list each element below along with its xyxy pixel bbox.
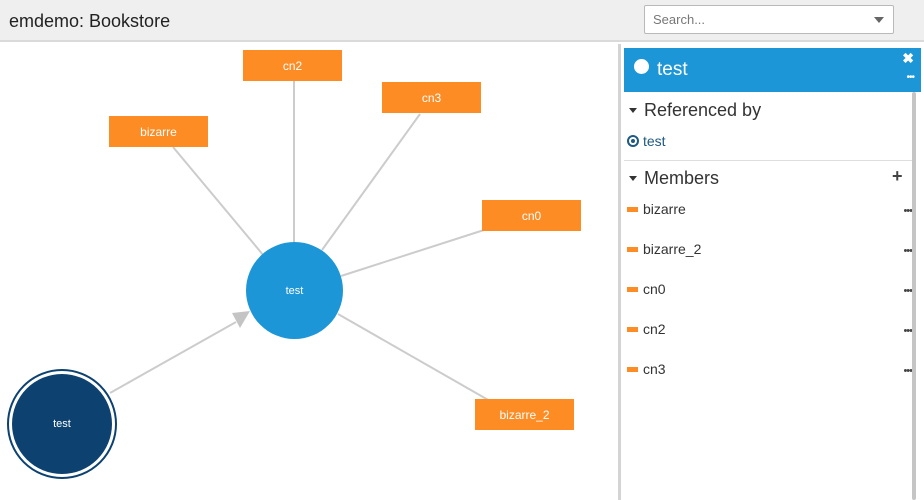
search-input[interactable] [645,6,865,33]
graph-node-selected[interactable]: test [246,242,343,339]
graph-node-cn3[interactable]: cn3 [382,82,481,113]
member-swatch [627,287,638,292]
member-item[interactable]: bizarre_2 ••• [627,241,913,261]
graph-node-referencing[interactable]: test [12,374,112,474]
graph-canvas[interactable]: cn2 cn3 bizarre cn0 bizarre_2 test test [0,44,618,500]
chevron-down-icon[interactable] [874,17,884,23]
triangle-down-icon [629,108,637,113]
more-icon[interactable]: ••• [903,365,913,377]
member-swatch [627,367,638,372]
member-item[interactable]: cn0 ••• [627,281,913,301]
graph-node-cn2[interactable]: cn2 [243,50,342,81]
member-label: cn0 [643,281,666,297]
more-icon[interactable]: ••• [903,245,913,257]
graph-node-bizarre[interactable]: bizarre [109,116,208,147]
member-label: bizarre [643,201,686,217]
members-label: Members [644,168,720,188]
edge-bizarre [172,146,265,257]
member-swatch [627,247,638,252]
more-icon[interactable]: ••• [903,205,913,217]
triangle-down-icon [629,176,637,181]
member-label: cn3 [643,361,666,377]
member-swatch [627,207,638,212]
graph-node-bizarre-2[interactable]: bizarre_2 [475,399,574,430]
edge-cn3 [321,113,421,251]
graph-node-cn0[interactable]: cn0 [482,200,581,231]
member-swatch [627,327,638,332]
edge-reference [109,321,237,394]
member-label: bizarre_2 [643,241,702,257]
circle-icon [634,59,649,74]
target-icon [627,135,639,147]
members-heading[interactable]: Members [629,168,719,189]
edge-cn0 [340,229,485,277]
member-item[interactable]: cn2 ••• [627,321,913,341]
edge-arrowhead [232,311,250,328]
section-divider [624,160,914,161]
referenced-by-item[interactable]: test [627,133,666,149]
graph-edges [109,81,491,402]
detail-panel: test ✖ ••• Referenced by test Members + … [621,44,924,500]
panel-scrollbar[interactable] [912,92,916,500]
edge-bizarre-2 [337,313,491,402]
referenced-by-heading[interactable]: Referenced by [629,100,761,121]
member-label: cn2 [643,321,666,337]
panel-title: test [657,59,688,80]
more-icon[interactable]: ••• [906,72,914,83]
referenced-by-item-label: test [643,133,666,149]
member-item[interactable]: bizarre ••• [627,201,913,221]
search-box[interactable] [644,5,894,34]
panel-divider[interactable] [618,44,621,500]
add-member-icon[interactable]: + [892,166,903,186]
member-item[interactable]: cn3 ••• [627,361,913,381]
app-title: emdemo: Bookstore [9,11,171,31]
close-icon[interactable]: ✖ [902,50,914,66]
more-icon[interactable]: ••• [903,325,913,337]
panel-header: test ✖ ••• [624,48,921,92]
top-bar: emdemo: Bookstore [0,0,924,42]
more-icon[interactable]: ••• [903,285,913,297]
referenced-by-label: Referenced by [644,100,762,120]
